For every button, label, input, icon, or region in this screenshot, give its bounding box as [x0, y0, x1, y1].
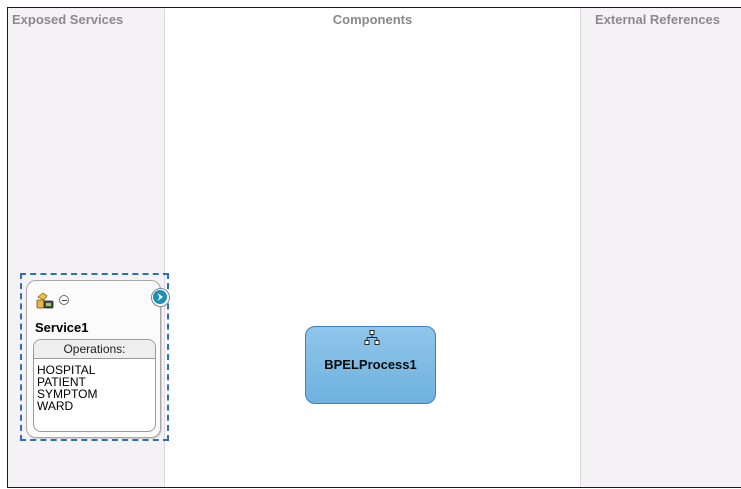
composite-canvas: Exposed Services Components External Ref…	[7, 7, 741, 488]
bpel-process-icon	[364, 330, 380, 346]
chevron-right-icon[interactable]	[151, 288, 170, 307]
collapse-icon[interactable]	[59, 295, 69, 305]
component-name: BPELProcess1	[324, 357, 417, 372]
web-service-icon	[35, 291, 55, 311]
selection-outline	[20, 273, 169, 441]
operations-panel: Operations: HOSPITAL PATIENT SYMPTOM WAR…	[33, 339, 156, 432]
operation-item[interactable]: WARD	[37, 399, 74, 413]
bpel-process-component[interactable]: BPELProcess1	[305, 326, 436, 404]
components-lane: Components	[165, 8, 580, 487]
service-card[interactable]: Service1 Operations: HOSPITAL PATIENT SY…	[26, 280, 170, 438]
operation-item[interactable]: SYMPTOM	[37, 387, 98, 401]
operations-list: HOSPITAL PATIENT SYMPTOM WARD	[34, 359, 155, 412]
service-name: Service1	[35, 320, 89, 335]
external-references-lane: External References	[580, 8, 741, 487]
external-references-title: External References	[595, 12, 721, 27]
operation-item[interactable]: HOSPITAL	[37, 363, 96, 377]
components-title: Components	[332, 12, 413, 27]
operations-header: Operations:	[34, 340, 155, 359]
exposed-services-title: Exposed Services	[12, 12, 124, 27]
operation-item[interactable]: PATIENT	[37, 375, 86, 389]
